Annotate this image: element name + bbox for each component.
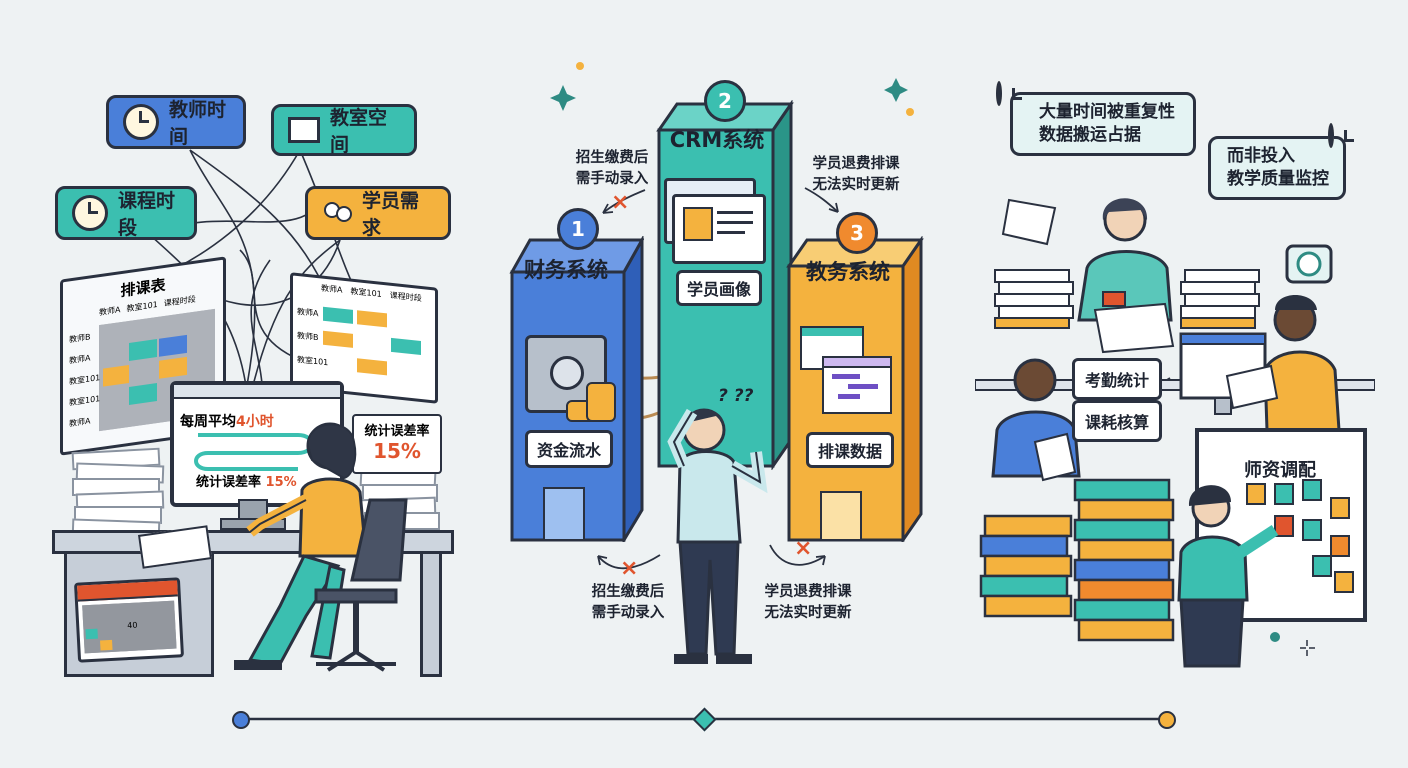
- bubble-classroom-space: 教室空间: [271, 104, 417, 156]
- bubble-line: 教学质量监控: [1227, 169, 1329, 189]
- crm-card-label: 学员画像: [686, 280, 751, 299]
- stressed-office-worker: [234, 422, 408, 672]
- monitor-header: 课程时段: [389, 290, 422, 304]
- coin-stack-icon: [566, 380, 616, 422]
- note-top-left: 招生缴费后 需手动录入: [562, 148, 662, 190]
- paper-stack: [71, 447, 165, 540]
- error-rate-label: 统计误差率: [364, 424, 430, 439]
- schedule-header: 教室101: [126, 299, 158, 314]
- error-rate-value: 15%: [373, 439, 421, 463]
- note-line: 无法实时更新: [764, 605, 852, 621]
- bubble-repetitive-work: 大量时间被重复性 数据搬运占据: [1010, 92, 1196, 156]
- cross-icon: ×: [620, 556, 639, 581]
- note-line: 需手动录入: [591, 605, 665, 621]
- note-bottom-right: 学员退费排课 无法实时更新: [752, 582, 864, 624]
- academic-number-badge: 3: [836, 212, 878, 254]
- bubble-course-slot-label: 课程时段: [118, 190, 176, 239]
- bubble-classroom-space-label: 教室空间: [330, 107, 388, 156]
- bubble-teacher-time-label: 教师时间: [169, 99, 227, 148]
- students-icon: [322, 200, 352, 226]
- note-line: 招生缴费后: [591, 584, 665, 600]
- bubble-teacher-time: 教师时间: [106, 95, 246, 149]
- crm-card: 学员画像: [676, 270, 762, 306]
- classroom-icon: [288, 117, 320, 143]
- finance-title: 财务系统: [524, 258, 608, 282]
- schedule-row-label: 教师A: [69, 416, 91, 429]
- note-line: 学员退费排课: [764, 584, 852, 600]
- note-line: 无法实时更新: [812, 177, 900, 193]
- attendance-card: 考勤统计: [1072, 358, 1162, 400]
- note-line: 需手动录入: [575, 171, 649, 187]
- bubble-line: 数据搬运占据: [1039, 125, 1141, 145]
- whiteboard-title: 师资调配: [1244, 460, 1316, 481]
- monitor-error-prefix: 统计误差率: [196, 475, 262, 490]
- bubble-student-demand-label: 学员需求: [362, 190, 420, 239]
- clock-icon: [1328, 123, 1334, 148]
- calendar-icon: 40: [73, 577, 185, 663]
- crm-number-badge: 2: [704, 80, 746, 122]
- monitor-hours-value: 4小时: [236, 414, 274, 430]
- note-bottom-left: 招生缴费后 需手动录入: [578, 582, 678, 624]
- timeline-end-dot: [1158, 711, 1176, 729]
- cross-icon: ×: [611, 190, 630, 215]
- crm-title: CRM系统: [669, 128, 765, 152]
- bubble-course-slot: 课程时段: [55, 186, 197, 240]
- gantt-icon: [822, 356, 892, 414]
- attendance-label: 考勤统计: [1084, 371, 1149, 390]
- timeline-start-dot: [232, 711, 250, 729]
- monitor-error-value: 15%: [265, 475, 297, 490]
- schedule-header: 教师A: [99, 305, 121, 318]
- schedule-header: 课程时段: [163, 294, 196, 309]
- finance-number-badge: 1: [557, 208, 599, 250]
- note-line: 招生缴费后: [575, 150, 649, 166]
- clock-icon: [72, 195, 108, 231]
- note-line: 学员退费排课: [812, 156, 900, 172]
- note-top-right: 学员退费排课 无法实时更新: [800, 154, 912, 196]
- confused-person: [667, 408, 768, 664]
- profile-card-icon: [672, 194, 766, 264]
- bubble-line: 大量时间被重复性: [1039, 102, 1175, 122]
- finance-card: 资金流水: [525, 430, 613, 468]
- course-consumption-card: 课耗核算: [1072, 400, 1162, 442]
- cross-icon: ×: [794, 536, 813, 561]
- monitor-hours-prefix: 每周平均: [180, 414, 236, 430]
- monitor-header: 教师A: [321, 283, 343, 295]
- error-rate-box: 统计误差率 15%: [352, 414, 442, 474]
- bubble-student-demand: 学员需求: [305, 186, 451, 240]
- question-marks: ? ??: [718, 386, 754, 406]
- office-scene: [975, 198, 1375, 668]
- schedule-row-label: 教室101: [69, 394, 101, 408]
- safe-icon: [525, 335, 607, 413]
- clock-icon: [996, 81, 1002, 106]
- monitor-header: 教室101: [350, 286, 382, 299]
- clock-icon: [123, 104, 159, 140]
- academic-card-label: 排课数据: [817, 442, 882, 461]
- bubble-teaching-quality: 而非投入 教学质量监控: [1208, 136, 1346, 200]
- academic-card: 排课数据: [806, 432, 894, 468]
- calendar-mark: 40: [127, 620, 138, 631]
- finance-card-label: 资金流水: [536, 441, 601, 460]
- bubble-line: 而非投入: [1227, 146, 1295, 166]
- course-consumption-label: 课耗核算: [1084, 413, 1149, 432]
- monitor-row-label: 教室101: [297, 354, 329, 368]
- academic-title: 教务系统: [806, 260, 890, 284]
